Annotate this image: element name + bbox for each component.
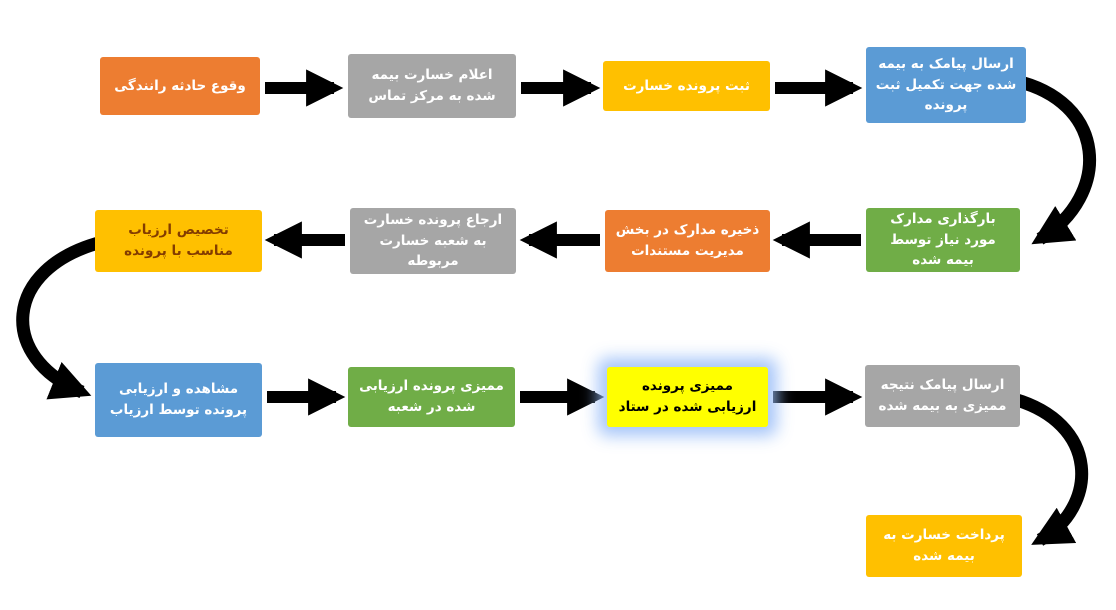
flow-step-claim-file-registration: ثبت پرونده خسارت [603,61,770,111]
flow-step-branch-audit: ممیزی پرونده ارزیابی شده در شعبه [348,367,515,427]
flow-step-label: ارسال پیامک نتیجه ممیزی به بیمه شده [878,377,1007,414]
flow-step-label: ارجاع پرونده خسارت به شعبه خسارت مربوطه [363,211,503,270]
flow-step-accident-occurrence: وقوع حادثه رانندگی [100,57,260,115]
flow-step-label: ممیزی پرونده ارزیابی شده در ستاد [618,378,757,415]
flow-step-upload-documents: بارگذاری مدارک مورد نیاز توسط بیمه شده [866,208,1020,272]
flow-step-label: ذخیره مدارک در بخش مدیریت مستندات [615,222,760,259]
flow-step-refer-file-to-branch: ارجاع پرونده خسارت به شعبه خسارت مربوطه [350,208,516,274]
flow-step-label: پرداخت خسارت به بیمه شده [883,527,1005,564]
flow-step-label: وقوع حادثه رانندگی [114,77,246,94]
flow-step-sms-audit-result: ارسال پیامک نتیجه ممیزی به بیمه شده [865,365,1020,427]
flow-step-claim-payment: پرداخت خسارت به بیمه شده [866,515,1022,577]
flow-step-store-documents: ذخیره مدارک در بخش مدیریت مستندات [605,210,770,272]
flow-step-label: ثبت پرونده خسارت [623,77,750,94]
flow-step-label: ارسال پیامک به بیمه شده جهت تکمیل ثبت پر… [875,55,1017,114]
flow-step-assign-assessor: تخصیص ارزیاب مناسب با پرونده [95,210,262,272]
flow-step-sms-complete-registration: ارسال پیامک به بیمه شده جهت تکمیل ثبت پر… [866,47,1026,123]
flow-step-hq-audit-highlighted: ممیزی پرونده ارزیابی شده در ستاد [607,367,768,427]
flow-step-label: ممیزی پرونده ارزیابی شده در شعبه [359,378,504,415]
flow-step-label: اعلام خسارت بیمه شده به مرکز تماس [368,67,496,104]
flow-step-label: مشاهده و ارزیابی پرونده توسط ارزیاب [109,381,248,418]
flow-step-label: تخصیص ارزیاب مناسب با پرونده [124,222,233,259]
flow-step-assessor-review: مشاهده و ارزیابی پرونده توسط ارزیاب [95,363,262,437]
flow-step-label: بارگذاری مدارک مورد نیاز توسط بیمه شده [890,210,996,269]
arrow-step8-step9-curve [16,235,104,400]
flow-step-claim-report-call-center: اعلام خسارت بیمه شده به مرکز تماس [348,54,516,118]
